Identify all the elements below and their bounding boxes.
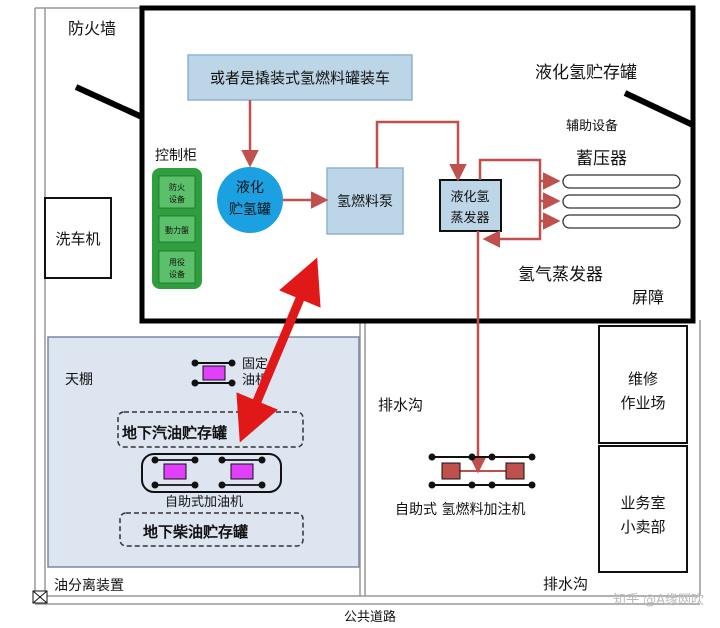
flow-pump-to-vaporizer [375,120,467,182]
self-service-h2-label: 自助式 氢燃料加注机 [395,501,525,518]
service-equipment-cell [158,250,196,284]
watermark: 知乎 @A缘网吹 [613,592,704,608]
h2-pump [326,167,404,235]
self-service-fuel-label: 自助式加油机 [165,495,243,510]
screen-label: 屏障 [632,288,664,307]
lh2-vaporizer-line2: 蒸发器 [450,210,489,226]
drain-ditch-label-1: 排水沟 [378,396,423,414]
car-wash [44,197,112,279]
h2-pump-label: 氢燃料泵 [337,193,393,210]
power-board-label: 動力盤 [165,225,189,235]
underground-gasoline-label: 地下汽油贮存罐 [122,424,227,442]
fixed-dispenser [191,359,236,387]
fire-equipment-line1: 防火 [169,182,185,192]
lh2-tank-title: 液化氢贮存罐 [535,63,637,83]
tanker-box [187,54,413,101]
flow-lines [241,100,561,474]
flow-vaporizer-to-compressor [478,158,542,248]
fixed-dispenser-line1: 固定 [242,357,268,372]
lh2-storage-line1: 液化 [236,180,264,196]
fuel-car-2 [218,456,266,489]
lh2-vaporizer [439,179,502,232]
car-wash-label: 洗车机 [55,230,100,248]
compressor-cylinder-3 [562,214,681,229]
oil-separator-label: 油分离装置 [54,577,124,594]
office-shop [598,445,688,573]
control-cabinet-label: 控制柜 [155,148,197,164]
underground-diesel-tank [119,512,304,547]
office-line2: 小卖部 [620,518,665,536]
site-boundary [34,7,701,605]
firewall-segment-right [623,90,695,128]
power-board-cell [158,215,196,243]
h2-dispenser [428,453,536,489]
drain-ditch-label-2: 排水沟 [543,575,588,593]
repair-workshop [598,325,688,444]
fire-equipment-cell [158,175,196,209]
tanker-box-label: 或者是撬装式氢燃料罐装车 [210,69,390,87]
fire-equipment-line2: 设备 [169,194,185,204]
office-line1: 业务室 [620,494,665,512]
aux-equipment-label: 辅助设备 [566,118,618,134]
underground-diesel-label: 地下柴油贮存罐 [143,523,248,541]
canopy-label: 天棚 [65,372,93,388]
service-equipment-line2: 设备 [169,269,185,279]
public-road-label: 公共道路 [344,609,396,625]
firewall-label: 防火墙 [68,19,116,38]
compressor-cylinder-2 [562,194,681,209]
h2-vaporizer-label: 氢气蒸发器 [518,265,603,285]
connection-double-arrow [236,257,321,443]
compressor-cylinder-1 [562,174,681,189]
lh2-vaporizer-line1: 液化氢 [450,190,489,205]
self-service-fuel-dispenser [141,453,282,493]
lh2-storage-tank [217,167,283,233]
service-equipment-line1: 用役 [169,257,185,267]
fuel-car-1 [151,456,199,489]
repair-line1: 维修 [628,370,658,388]
hydrogen-enclosure [139,5,696,324]
firewall-segment-left [74,84,144,120]
repair-line2: 作业场 [620,394,665,412]
compressor-label: 蓄压器 [576,149,627,169]
lh2-storage-line2: 贮氢罐 [229,202,271,218]
